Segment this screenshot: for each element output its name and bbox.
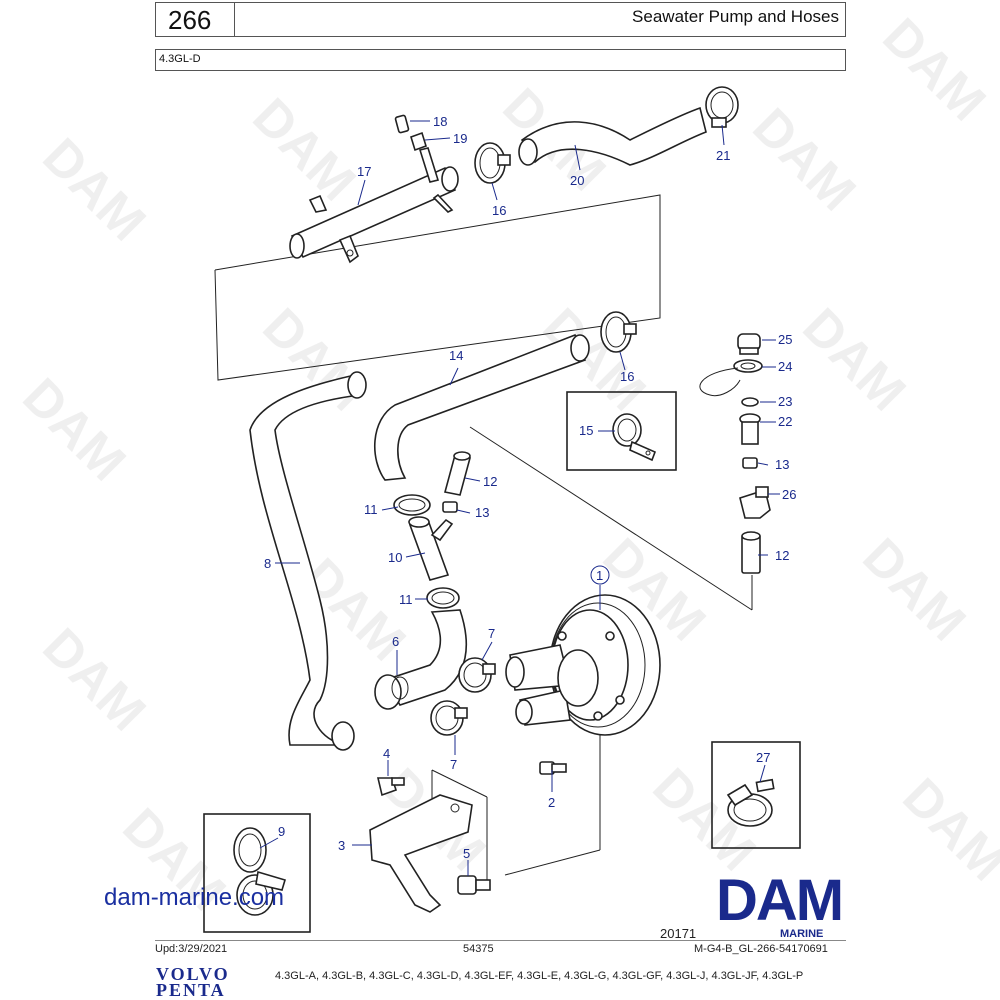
bolt-part-4 bbox=[376, 777, 405, 797]
hose-clamp-part-27 bbox=[726, 778, 775, 827]
callout-10: 10 bbox=[388, 550, 402, 565]
callout-20: 20 bbox=[570, 173, 584, 188]
callout-16-upper: 16 bbox=[492, 203, 506, 218]
gasket-part-24 bbox=[699, 359, 763, 397]
o-ring-part-23 bbox=[741, 397, 759, 407]
svg-text:DAM: DAM bbox=[242, 87, 367, 212]
callout-26: 26 bbox=[782, 487, 796, 502]
callout-4: 4 bbox=[383, 746, 390, 761]
svg-text:DAM: DAM bbox=[852, 527, 977, 652]
clamp-part-13-lower bbox=[742, 457, 758, 469]
website-url[interactable]: dam-marine.com bbox=[104, 884, 285, 911]
hose-clamp-part-7-upper bbox=[458, 657, 496, 693]
hose-clamp-part-21 bbox=[705, 86, 739, 128]
callout-12-upper: 12 bbox=[483, 474, 497, 489]
fitting-part-22 bbox=[739, 413, 761, 445]
svg-text:DAM: DAM bbox=[32, 617, 157, 742]
page-number-box: 266 bbox=[155, 2, 235, 37]
hose-part-6 bbox=[374, 609, 468, 710]
dam-logo: DAM bbox=[716, 868, 844, 933]
bolt-part-2 bbox=[539, 761, 567, 775]
svg-text:DAM: DAM bbox=[892, 767, 1000, 892]
callout-22: 22 bbox=[778, 414, 792, 429]
callout-23: 23 bbox=[778, 394, 792, 409]
callout-2: 2 bbox=[548, 795, 555, 810]
image-reference: M-G4-B_GL-266-54170691 bbox=[694, 943, 828, 955]
callout-17: 17 bbox=[357, 164, 371, 179]
volvo-penta-logo: VOLVO PENTA bbox=[156, 964, 230, 1000]
diagram-code: 20171 bbox=[660, 926, 697, 941]
applicable-models: 4.3GL-A, 4.3GL-B, 4.3GL-C, 4.3GL-D, 4.3G… bbox=[275, 970, 804, 982]
callout-15: 15 bbox=[579, 423, 593, 438]
hose-clamp-part-9 bbox=[233, 827, 286, 916]
clamp-part-15 bbox=[612, 413, 657, 462]
callout-27: 27 bbox=[756, 750, 770, 765]
hose-clamp-part-11-lower bbox=[426, 587, 460, 609]
callout-18: 18 bbox=[433, 114, 447, 129]
svg-text:DAM: DAM bbox=[12, 367, 137, 492]
hose-part-8 bbox=[249, 371, 367, 751]
model-box: 4.3GL-D bbox=[155, 49, 846, 71]
callout-21: 21 bbox=[716, 148, 730, 163]
fitting-part-5 bbox=[457, 875, 491, 895]
callout-11-upper: 11 bbox=[364, 502, 378, 517]
callout-8: 8 bbox=[264, 556, 271, 571]
leader-lines bbox=[259, 120, 780, 876]
callout-6: 6 bbox=[392, 634, 399, 649]
bracket-part-26 bbox=[739, 486, 771, 519]
seawater-pump-part-1 bbox=[505, 594, 661, 736]
hose-clamp-part-7-lower bbox=[430, 700, 468, 736]
cap-part-25 bbox=[737, 333, 761, 355]
plug-part-18 bbox=[394, 114, 410, 134]
document-number: 54375 bbox=[463, 943, 494, 955]
hose-clamp-part-16-upper bbox=[474, 142, 511, 184]
callout-9: 9 bbox=[278, 824, 285, 839]
tube-part-12-lower bbox=[741, 531, 761, 574]
bracket-part-3 bbox=[369, 794, 473, 913]
clamp-part-13-upper bbox=[442, 501, 458, 513]
title-box: Seawater Pump and Hoses bbox=[234, 2, 846, 37]
callout-13-lower: 13 bbox=[775, 457, 789, 472]
svg-text:DAM: DAM bbox=[792, 297, 917, 422]
watermark-layer: DAM DAM DAM DAM DAM DAM DAM DAM DAM DAM … bbox=[12, 7, 1000, 922]
hose-part-14 bbox=[374, 333, 590, 481]
hose-clamp-part-11-upper bbox=[393, 494, 431, 516]
inset-box-part-27 bbox=[711, 741, 801, 849]
svg-text:DAM: DAM bbox=[32, 127, 157, 252]
water-pipe-part-17 bbox=[289, 147, 459, 264]
callout-5: 5 bbox=[463, 846, 470, 861]
callout-13-upper: 13 bbox=[475, 505, 489, 520]
tube-part-12-upper bbox=[444, 451, 471, 496]
page-title: Seawater Pump and Hoses bbox=[632, 7, 839, 26]
update-date: Upd:3/29/2021 bbox=[155, 943, 228, 955]
dam-logo-subtitle: MARINE bbox=[780, 928, 824, 940]
callout-1: 1 bbox=[596, 568, 603, 583]
svg-text:DAM: DAM bbox=[742, 97, 867, 222]
callout-labels: 1 2 3 4 5 6 7 7 8 9 10 11 11 12 12 13 13… bbox=[264, 114, 796, 861]
inset-box-part-15 bbox=[566, 391, 677, 471]
callout-24: 24 bbox=[778, 359, 792, 374]
callout-16-lower: 16 bbox=[620, 369, 634, 384]
inset-box-part-9 bbox=[203, 813, 311, 933]
callout-3: 3 bbox=[338, 838, 345, 853]
callout-7-lower: 7 bbox=[450, 757, 457, 772]
page-number: 266 bbox=[168, 5, 212, 35]
brand-line-2: PENTA bbox=[156, 980, 226, 1000]
callout-12-lower: 12 bbox=[775, 548, 789, 563]
hose-part-20 bbox=[518, 106, 707, 166]
callout-25: 25 bbox=[778, 332, 792, 347]
brand-line-1: VOLVO bbox=[156, 964, 230, 984]
footer-divider bbox=[155, 940, 846, 941]
callout-circle-1 bbox=[590, 565, 610, 585]
callout-11-lower: 11 bbox=[399, 592, 413, 607]
svg-text:DAM: DAM bbox=[872, 7, 997, 132]
hose-clamp-part-16-lower bbox=[600, 311, 637, 353]
engine-model: 4.3GL-D bbox=[159, 53, 201, 65]
callout-19: 19 bbox=[453, 131, 467, 146]
callout-7-upper: 7 bbox=[488, 626, 495, 641]
pipe-part-10 bbox=[408, 516, 454, 581]
callout-14: 14 bbox=[449, 348, 463, 363]
fitting-part-19 bbox=[410, 131, 427, 152]
